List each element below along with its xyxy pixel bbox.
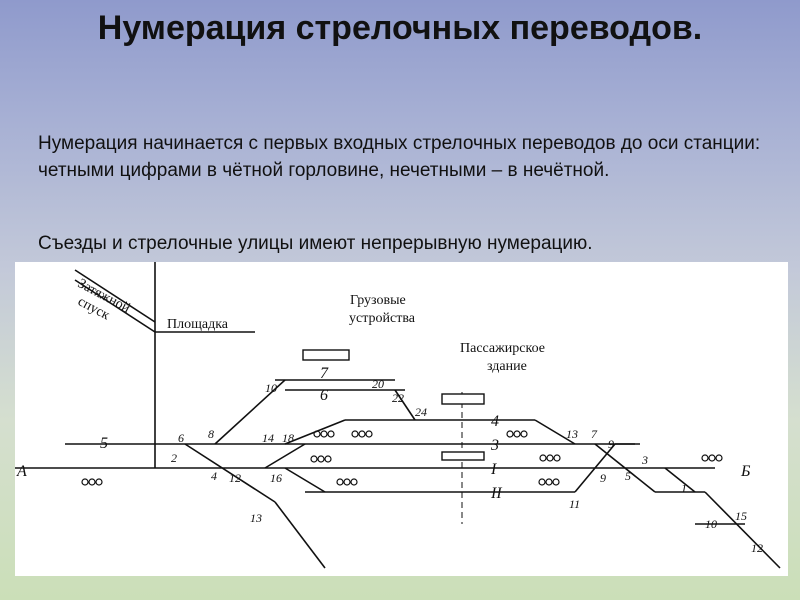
switch-9-upper: 9 <box>608 437 614 451</box>
switch-24: 24 <box>415 405 427 419</box>
ladder-8-10 <box>214 379 286 445</box>
slide-title: Нумерация стрелочных переводов. <box>97 9 703 47</box>
switch-12: 12 <box>229 471 241 485</box>
hump-line-1 <box>74 279 156 333</box>
track-label-3: 3 <box>490 437 499 454</box>
switch-13: 13 <box>566 427 578 441</box>
crossover-12-14 <box>264 443 306 469</box>
track-label-4: 4 <box>491 413 499 430</box>
track-label-5: 5 <box>100 435 108 452</box>
intro-paragraph: Нумерация начинается с первых входных ст… <box>38 133 761 181</box>
diverging-track-13 <box>184 443 276 503</box>
switch-11: 11 <box>569 497 580 511</box>
track-label-6: 6 <box>320 387 328 404</box>
switch-2: 2 <box>171 451 177 465</box>
freight-building <box>302 349 350 361</box>
crossover-13 <box>534 419 576 445</box>
station-a-label: А <box>16 463 27 480</box>
crossover-3-1 <box>664 467 696 493</box>
hump-line-2 <box>74 269 156 323</box>
platform-building <box>441 451 485 461</box>
switch-5: 5 <box>625 469 631 483</box>
track-label-2: II <box>490 485 502 502</box>
switch-8: 8 <box>208 427 214 441</box>
track-label-1: I <box>490 461 497 478</box>
diverging-track-12 <box>704 491 781 569</box>
switch-4: 4 <box>211 469 217 483</box>
track-13-label: 13 <box>250 511 262 525</box>
switch-3: 3 <box>641 453 648 467</box>
track-diagram-svg: Затяжной спуск Площадка Грузовые устройс… <box>15 262 781 569</box>
station-b-label: Б <box>740 463 751 480</box>
continuity-paragraph: Съезды и стрелочные улицы имеют непрерыв… <box>38 233 593 254</box>
switch-12-right: 12 <box>751 541 763 555</box>
freight-label-2: устройства <box>349 311 416 326</box>
crossover-20-22 <box>394 389 416 421</box>
crossover-9 <box>574 443 616 493</box>
diverging-track-13-end <box>274 501 326 569</box>
switch-18: 18 <box>282 431 294 445</box>
switch-6: 6 <box>178 431 184 445</box>
switch-20: 20 <box>372 377 384 391</box>
platform-label: Площадка <box>167 317 229 332</box>
switch-7: 7 <box>591 427 598 441</box>
track-label-7: 7 <box>320 365 329 382</box>
switch-14: 14 <box>262 431 274 445</box>
passenger-building <box>441 393 485 405</box>
passenger-label-2: здание <box>487 359 527 374</box>
crossover-5 <box>594 443 656 493</box>
crossover-16 <box>284 467 326 493</box>
switch-10: 10 <box>265 381 277 395</box>
freight-label-1: Грузовые <box>350 293 406 308</box>
switch-1: 1 <box>681 481 687 495</box>
switch-9-lower: 9 <box>600 471 606 485</box>
signals <box>81 430 723 486</box>
station-track-diagram: Затяжной спуск Площадка Грузовые устройс… <box>15 262 788 576</box>
switch-16: 16 <box>270 471 282 485</box>
switch-15: 15 <box>735 509 747 523</box>
track-lines <box>15 262 781 569</box>
switch-22: 22 <box>392 391 404 405</box>
passenger-label-1: Пассажирское <box>460 341 545 356</box>
switch-10-right: 10 <box>705 517 717 531</box>
